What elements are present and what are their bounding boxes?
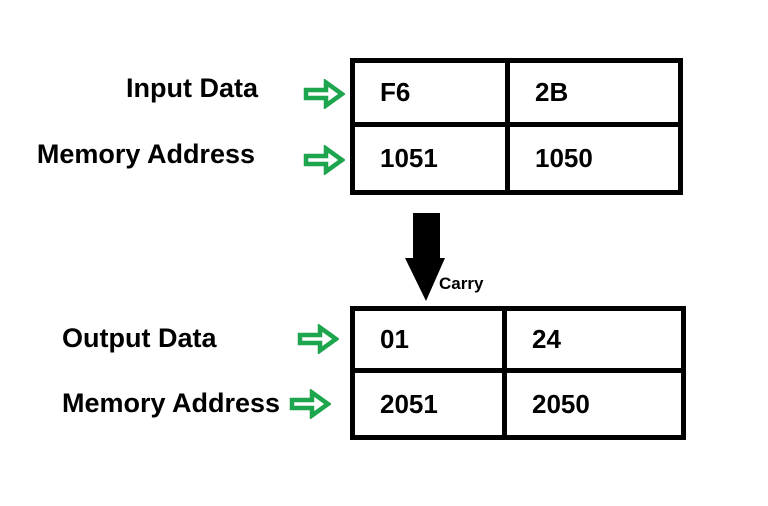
output-data-cell-2050: 24 — [507, 311, 681, 373]
output-memory-address-label: Memory Address — [62, 388, 281, 418]
output-data-label: Output Data — [62, 323, 217, 353]
input-data-cell-1050: 2B — [510, 63, 678, 127]
input-data-cell-1051: F6 — [355, 63, 510, 127]
output-address-cell-2051: 2051 — [355, 373, 507, 435]
right-arrow-icon — [303, 79, 345, 109]
right-arrow-icon — [297, 324, 339, 354]
input-address-cell-1051: 1051 — [355, 126, 510, 190]
input-memory-address-label: Memory Address — [36, 139, 255, 169]
output-data-cell-2051: 01 — [355, 311, 507, 373]
output-address-cell-2050: 2050 — [532, 388, 590, 419]
right-arrow-icon — [303, 145, 345, 175]
input-table: F6 2B 1051 1050 — [350, 58, 683, 195]
output-table: 01 24 2051 2050 — [350, 306, 686, 440]
input-address-cell-1050: 1050 — [535, 142, 593, 173]
input-data-label: Input Data — [126, 73, 258, 103]
right-arrow-icon — [289, 389, 331, 419]
down-arrow-icon — [405, 213, 445, 301]
carry-label: Carry — [439, 274, 484, 293]
